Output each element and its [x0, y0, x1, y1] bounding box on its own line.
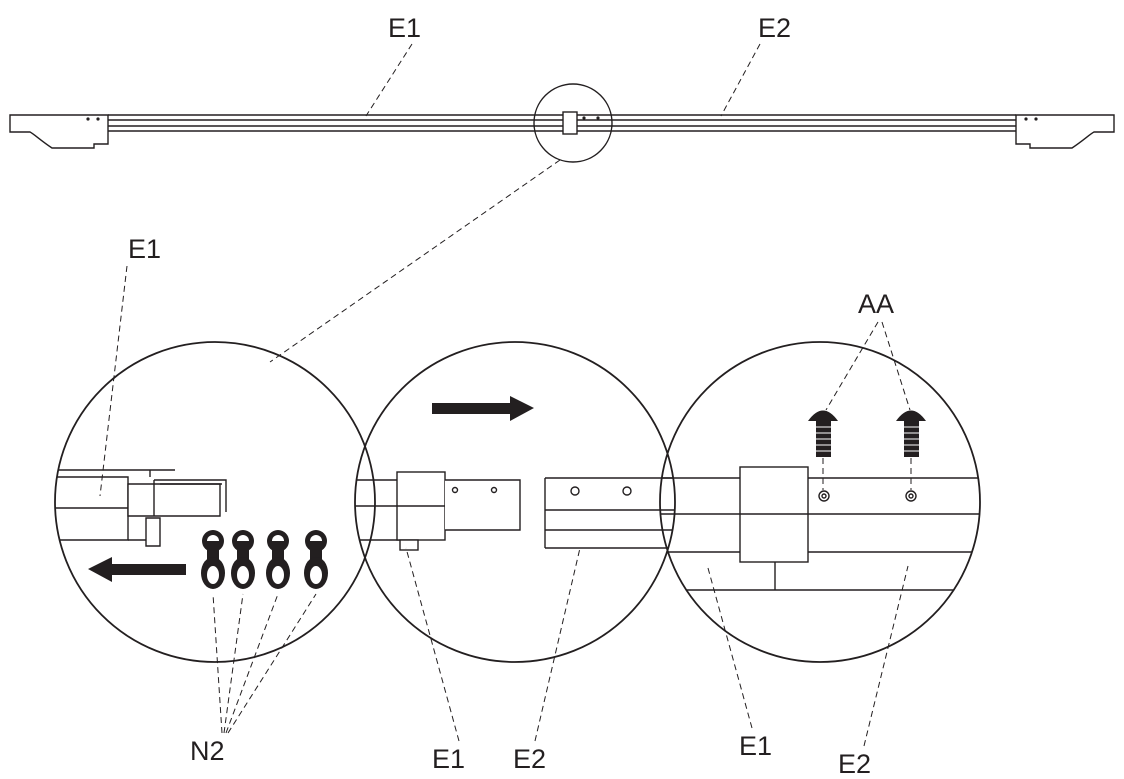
magnifier-circle [533, 83, 613, 163]
label-step1-e1: E1 [128, 234, 161, 264]
hardware-eyelet-icon [231, 530, 255, 589]
label-step2-e1: E1 [432, 744, 465, 774]
label-top-e1: E1 [388, 13, 421, 43]
bolt-icon [896, 410, 926, 457]
detail-step-1 [54, 341, 376, 663]
label-step3-e1: E1 [739, 731, 772, 761]
label-step3-aa: AA [858, 289, 894, 319]
label-top-e2: E2 [758, 13, 791, 43]
hardware-eyelet-icon [266, 530, 290, 589]
label-step3-e2: E2 [838, 749, 871, 779]
label-step2-e2: E2 [513, 744, 546, 774]
label-step1-n2: N2 [190, 736, 225, 766]
bolt-icon [808, 410, 838, 457]
hardware-eyelet-icon [304, 530, 328, 589]
arrow-left-icon [88, 557, 186, 582]
detail-step-3 [659, 341, 981, 663]
arrow-right-icon [432, 396, 534, 421]
detail-step-2 [354, 341, 676, 663]
rail-overview [9, 83, 1115, 163]
hardware-eyelet-icon [201, 530, 225, 589]
